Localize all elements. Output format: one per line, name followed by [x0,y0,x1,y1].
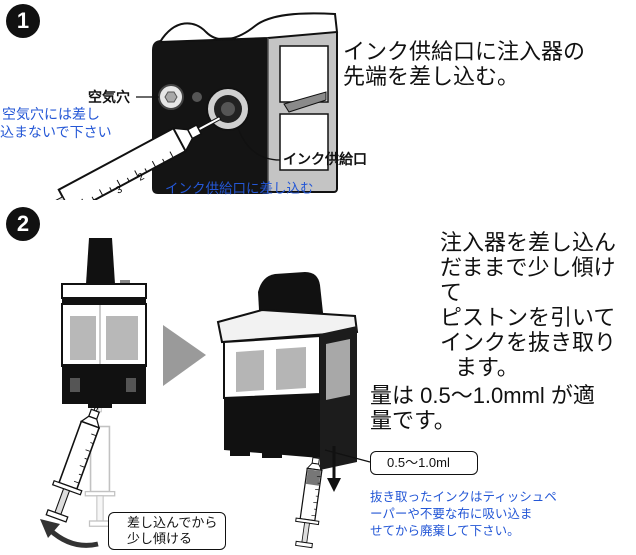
air-hole-warning-line: 空気穴には差し [2,106,100,122]
cartridge-panel-right [106,316,138,360]
cartridge-panel-left [70,316,96,360]
air-hole-warning-line: 込まないで下さい [0,124,112,140]
syringe-scale-label: 2 [136,171,146,184]
syringe-scale-ticks [81,151,174,200]
cartridge-bottom-notch [262,450,282,458]
syringe-plunger-thumb [45,509,69,523]
ink-supply-port-label: インク供給口 [283,151,367,167]
step2-instruction-line: ます。 [455,355,519,380]
disposal-note-line: せてから廃棄して下さい。 [370,524,520,538]
cartridge-top-lip [158,12,339,44]
disposal-note-line: ーパーや不要な布に吸い込ま [370,507,533,521]
step2-left-illustration [40,238,147,548]
ink-supply-port-core [221,102,235,116]
step2-instruction-line: 注入器を差し込ん [440,230,617,255]
step1-illustration: 2 3 [26,12,339,200]
step2-left-cartridge [61,238,147,408]
syringe-scale-ticks [311,475,322,517]
step1-syringe [26,116,222,200]
step2-instruction-line: インクを抜き取り [440,330,617,355]
air-hole-label: 空気穴 [88,89,130,105]
cartridge-lever [283,91,327,113]
tilt-note-line: 少し傾ける [127,531,193,546]
air-hole-hex-icon [164,91,178,103]
syringe-barrel [57,126,187,200]
cartridge-band [62,297,146,305]
step1-instruction-line: 先端を差し込む。 [343,64,520,89]
syringe-ink-fill [305,469,321,486]
cartridge-window-lower [279,113,329,171]
cartridge-bottom-slot-right [126,378,136,392]
cartridge-panel-right [276,347,306,390]
cartridge-bottom-slot-left [70,378,80,392]
step2-left-syringe [45,393,103,523]
insert-note: インク供給口に差し込む [165,181,314,196]
step1-instruction-line: インク供給口に注入器の [343,39,586,64]
tilt-arrow-head [40,519,60,538]
step2-number-badge: 2 [6,207,40,241]
amount-box: 0.5～1.0ml [370,451,478,475]
disposal-note-line: 抜き取ったインクはティッシュペ [370,490,557,504]
syringe-plunger-thumb [295,540,313,549]
ghost-syringe [84,394,116,527]
ghost-syringe-rod [96,495,104,522]
ghost-syringe-flange [84,490,116,497]
cartridge-window-upper [279,45,329,103]
cartridge-front-lower [224,394,320,458]
cartridge-small-hole [192,92,202,102]
tilt-note-box: 差し込んでから 少し傾ける [108,512,226,550]
next-step-arrow [163,325,206,386]
step2-right-cartridge [216,272,359,470]
step2-right-illustration [216,272,371,549]
cartridge-top-cap [61,283,147,299]
syringe-scale-label: 3 [114,184,124,197]
ghost-syringe-barrel [89,425,111,493]
cartridge-side-window [326,339,350,400]
cartridge-bottom-notch [230,448,250,456]
syringe-scale-ticks [73,433,97,484]
step2-instruction-line: ピストンを引いて [440,305,616,330]
amount-label: 0.5～1.0ml [387,455,450,470]
pull-arrow-head [327,478,341,492]
step2-instruction-line: 量は 0.5～1.0mml が適 [370,383,595,408]
cartridge-top-mark [120,280,130,285]
syringe-plunger-rod [54,487,71,516]
step2-instruction-line: だままで少し傾け [440,255,616,280]
cartridge-bottom-port [88,402,112,408]
syringe-plunger-rod [301,522,310,544]
step1-number-badge: 1 [6,4,40,38]
ink-port-leader-line [237,127,281,161]
step2-instruction-line: 量です。 [370,408,456,433]
step2-right-syringe [295,444,323,549]
cartridge-panel-left [236,350,264,392]
tilt-note-line: 差し込んでから [127,515,218,530]
cartridge-nozzle [86,238,115,284]
tilt-arrow [48,528,99,548]
step2-instruction-line: て [440,280,463,305]
